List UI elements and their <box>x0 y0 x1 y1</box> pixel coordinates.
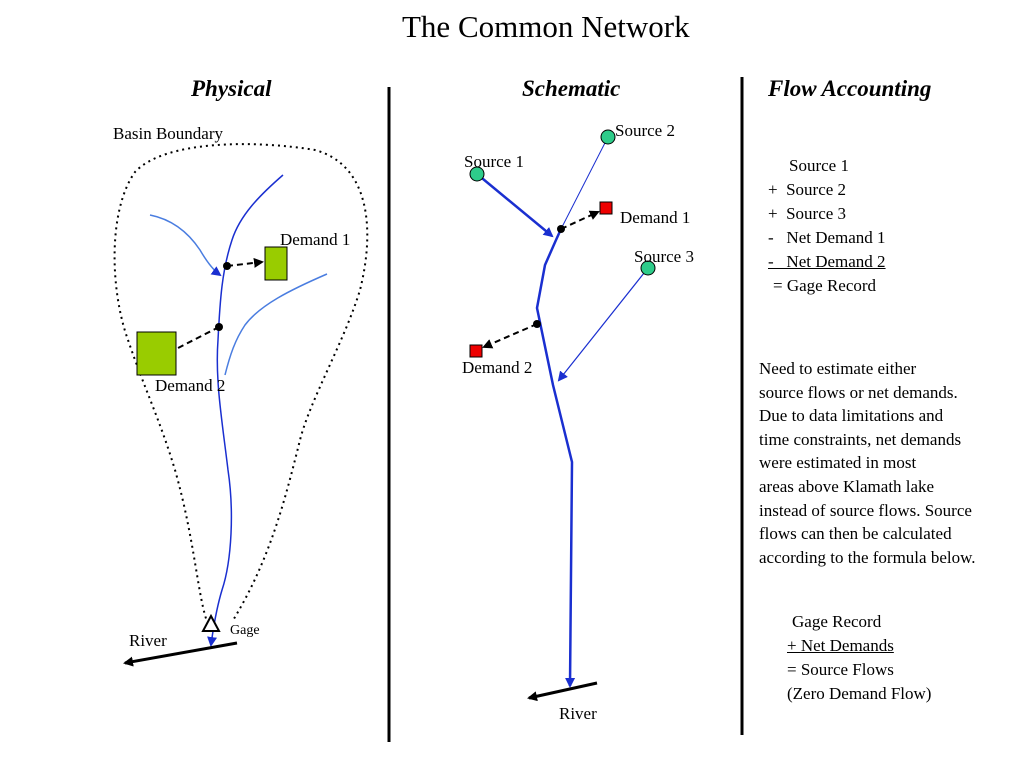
physical-main-river <box>207 174 284 647</box>
demand1-node <box>599 201 613 215</box>
page-title: The Common Network <box>402 9 690 44</box>
paragraph-line: Due to data limitations and <box>759 406 944 426</box>
source1-node <box>469 166 485 182</box>
schematic-demand2-diversion <box>482 323 538 349</box>
explanation-paragraph: Need to estimate either source flows or … <box>759 357 976 569</box>
accounting-line-4: - Net Demand 1 <box>768 228 886 247</box>
accounting-line-3: + Source 3 <box>768 204 847 223</box>
physical-tributary-east <box>224 273 328 376</box>
schematic-source1-link <box>476 173 554 238</box>
physical-demand2-label: Demand 2 <box>155 376 226 395</box>
physical-river-line <box>123 641 238 667</box>
flow-accounting-header: Flow Accounting <box>768 76 932 101</box>
formula-line-1: Gage Record <box>792 612 882 631</box>
formula-line-4: (Zero Demand Flow) <box>787 684 932 703</box>
formula-line-3: = Source Flows <box>787 660 894 679</box>
accounting-line-2: + Source 2 <box>768 180 847 199</box>
source3-node <box>640 260 656 276</box>
paragraph-line: areas above Klamath lake <box>759 476 935 496</box>
physical-demand2-box <box>136 331 177 376</box>
schematic-source2-link <box>560 136 609 230</box>
paragraph-line: were estimated in most <box>759 453 917 473</box>
paragraph-line: source flows or net demands. <box>759 382 958 402</box>
paragraph-line: instead of source flows. Source <box>759 500 972 520</box>
schematic-main-river <box>535 228 576 688</box>
physical-demand2-diversion <box>177 326 220 349</box>
physical-demand1-diversion <box>226 257 264 268</box>
accounting-line-6: = Gage Record <box>773 276 877 295</box>
source3-label: Source 3 <box>634 247 694 266</box>
formula-line-2: + Net Demands <box>787 636 894 655</box>
basin-boundary <box>113 143 369 625</box>
physical-header: Physical <box>191 76 272 101</box>
physical-tributary-west <box>149 214 222 277</box>
source1-label: Source 1 <box>464 152 524 171</box>
demand2-node <box>469 344 483 358</box>
schematic-river-line <box>527 681 598 702</box>
physical-demand1-box <box>264 246 288 281</box>
schematic-demand2-label: Demand 2 <box>462 358 533 377</box>
paragraph-line: according to the formula below. <box>759 547 976 567</box>
schematic-source3-link <box>557 267 649 382</box>
schematic-river-label: River <box>559 704 597 723</box>
basin-boundary-label: Basin Boundary <box>113 124 224 143</box>
source2-node <box>600 129 616 145</box>
gage-triangle-icon <box>201 613 221 632</box>
paragraph-line: time constraints, net demands <box>759 429 962 449</box>
physical-demand1-label: Demand 1 <box>280 230 351 249</box>
source2-label: Source 2 <box>615 121 675 140</box>
paragraph-line: Need to estimate either <box>759 359 917 378</box>
accounting-line-5: - Net Demand 2 <box>768 252 886 271</box>
gage-label: Gage <box>230 623 260 638</box>
schematic-demand1-diversion <box>560 210 600 230</box>
schematic-demand1-label: Demand 1 <box>620 208 691 227</box>
accounting-line-1: Source 1 <box>789 156 849 175</box>
schematic-header: Schematic <box>522 76 621 101</box>
paragraph-line: flows can then be calculated <box>759 524 952 544</box>
physical-river-label: River <box>129 631 167 650</box>
